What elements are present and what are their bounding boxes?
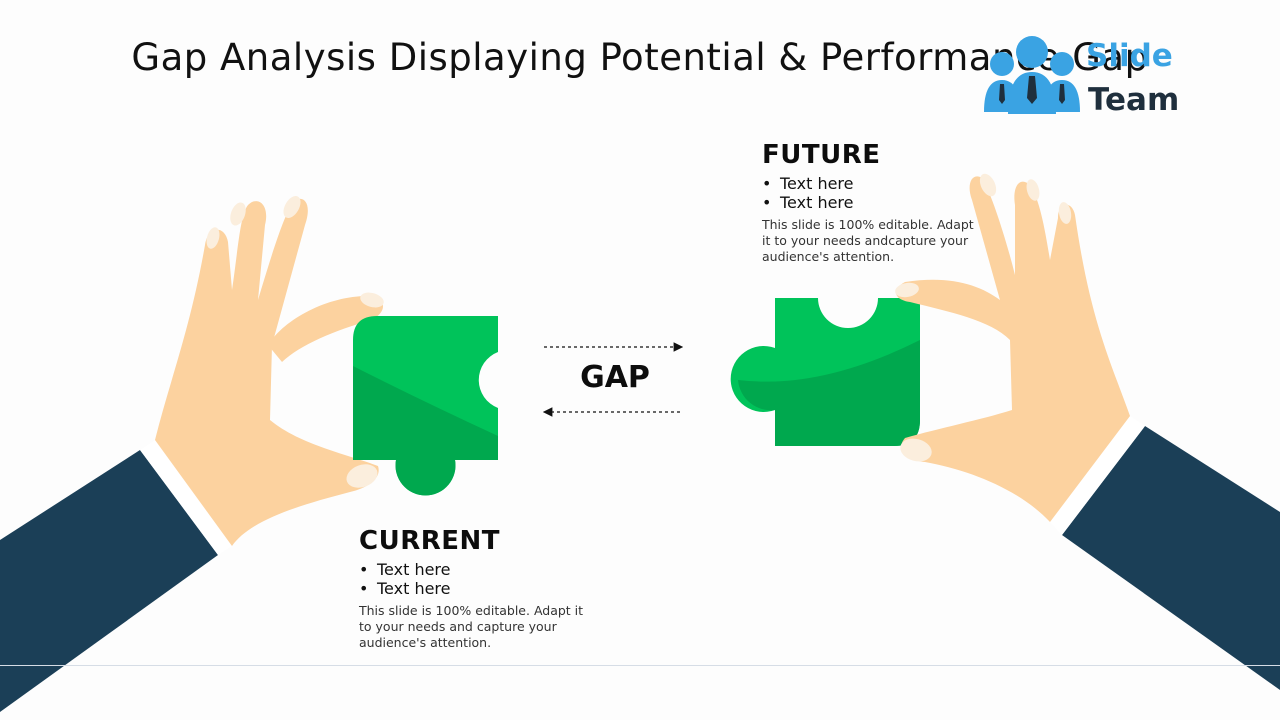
left-hand-icon [155, 196, 384, 546]
bottom-divider [0, 665, 1280, 666]
left-puzzle-piece-icon [353, 316, 498, 496]
list-item: •Text here [359, 560, 451, 579]
gap-label: GAP [580, 360, 650, 395]
list-item: •Text here [762, 193, 854, 212]
future-description: This slide is 100% editable. Adapt it to… [762, 217, 974, 264]
current-bullet-list: •Text here •Text here [359, 560, 599, 598]
future-bullet-list: •Text here •Text here [762, 174, 977, 212]
people-group-icon [984, 36, 1080, 114]
logo-text-slide: Slide [1086, 38, 1173, 74]
logo-text-team: Team [1088, 82, 1180, 118]
list-item: •Text here [762, 174, 854, 193]
slide-title: Gap Analysis Displaying Potential & Perf… [131, 36, 1149, 79]
left-cuff [140, 440, 232, 555]
right-cuff [1050, 416, 1145, 535]
list-item: •Text here [359, 579, 451, 598]
right-sleeve [1062, 426, 1280, 690]
future-block: FUTURE •Text here •Text here This slide … [762, 140, 977, 265]
right-hand-icon [895, 173, 1130, 522]
current-description: This slide is 100% editable. Adapt it to… [359, 603, 584, 650]
future-heading: FUTURE [762, 140, 881, 170]
current-heading: CURRENT [359, 526, 500, 556]
slideteam-logo: Slide Team [980, 36, 1180, 120]
right-puzzle-piece-icon [730, 298, 920, 446]
left-sleeve [0, 450, 218, 712]
current-block: CURRENT •Text here •Text here This slide… [359, 526, 599, 651]
